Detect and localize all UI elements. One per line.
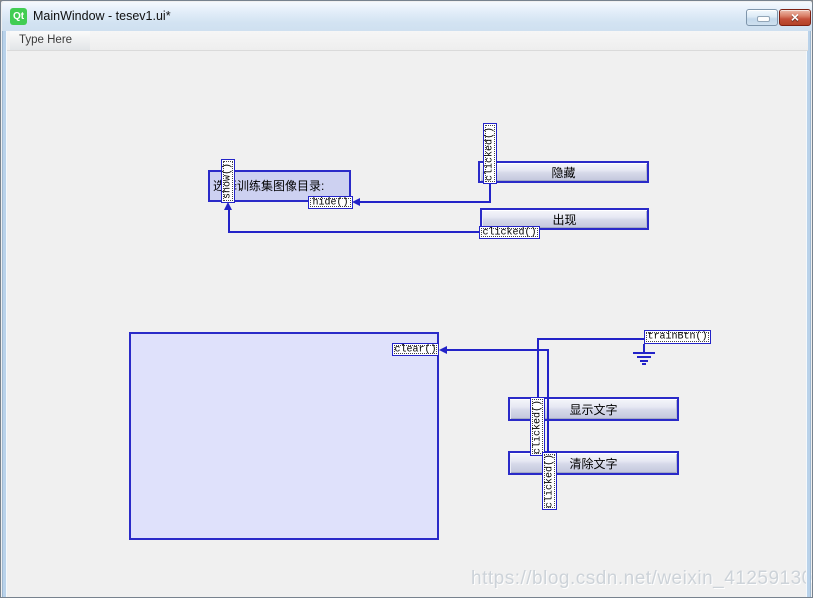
hide-pushbutton-label: 隐藏	[551, 165, 576, 180]
ground-icon	[642, 363, 646, 365]
endpoint-hide-slot[interactable]: hide()	[308, 196, 353, 209]
connection-line	[547, 349, 549, 454]
window-border-left	[2, 31, 7, 597]
connection-line	[446, 349, 549, 351]
ground-icon	[633, 352, 655, 354]
qt-logo-icon: Qt	[10, 8, 27, 25]
clear-text-pushbutton-label: 清除文字	[569, 456, 618, 471]
csdn-watermark: https://blog.csdn.net/weixin_41259130	[471, 568, 813, 589]
connection-line	[228, 231, 480, 233]
menubar: Type Here	[7, 31, 808, 51]
dir-label-text: 选择训练集图像目录:	[213, 179, 325, 193]
ground-icon	[640, 360, 648, 362]
connection-line	[537, 338, 646, 340]
menu-type-here[interactable]: Type Here	[10, 31, 90, 50]
minimize-icon	[757, 16, 770, 22]
window-title: MainWindow - tesev1.ui*	[33, 9, 171, 23]
hide-pushbutton[interactable]: 隐藏	[478, 161, 649, 183]
endpoint-clear-slot[interactable]: clear()	[392, 343, 439, 356]
connection-line	[489, 184, 491, 203]
appear-pushbutton[interactable]: 出现	[480, 208, 649, 230]
arrowhead-into-hide	[352, 198, 360, 206]
endpoint-show-slot[interactable]: show()	[221, 159, 235, 203]
connection-line	[537, 338, 539, 399]
window-border-right	[806, 31, 811, 597]
endpoint-show-text-button-clicked[interactable]: clicked()	[530, 397, 545, 456]
close-button[interactable]: ×	[779, 9, 811, 26]
connection-line	[228, 209, 230, 233]
endpoint-clear-text-button-clicked[interactable]: clicked()	[542, 452, 557, 510]
endpoint-trainbtn-slot[interactable]: trainBtn()	[644, 330, 711, 344]
endpoint-appear-button-clicked[interactable]: clicked()	[479, 226, 540, 239]
titlebar[interactable]: Qt MainWindow - tesev1.ui*	[2, 2, 812, 31]
endpoint-hide-button-clicked[interactable]: clicked()	[483, 123, 497, 184]
ground-icon	[643, 344, 645, 352]
ground-icon	[637, 356, 651, 358]
minimize-button[interactable]	[746, 9, 778, 26]
close-icon: ×	[790, 9, 800, 25]
arrowhead-into-clear	[439, 346, 447, 354]
connection-line	[359, 201, 491, 203]
arrowhead-into-show	[224, 202, 232, 210]
show-text-pushbutton-label: 显示文字	[569, 402, 618, 417]
text-area-widget[interactable]	[129, 332, 439, 540]
appear-pushbutton-label: 出现	[552, 212, 577, 227]
